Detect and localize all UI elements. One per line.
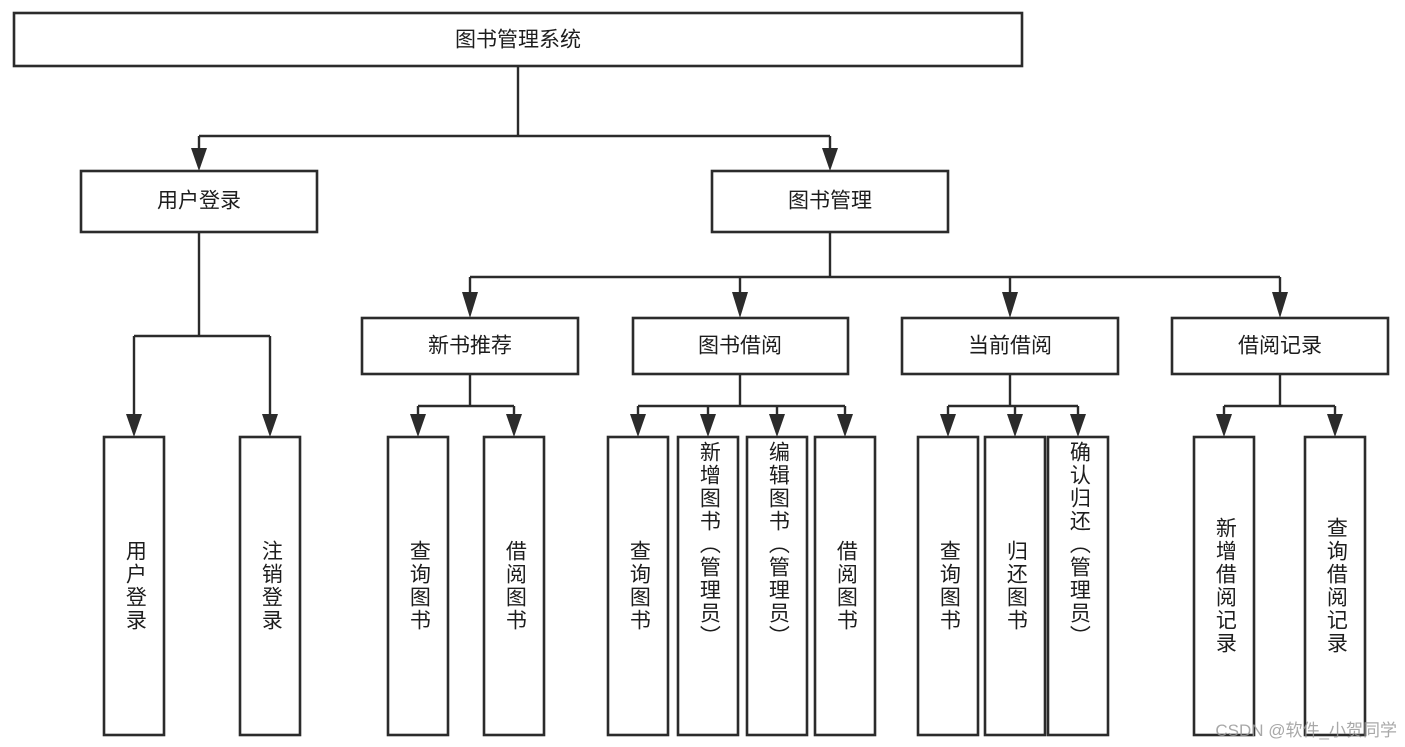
leaf-boxes-new-book-recommend [386,435,546,737]
node-current-borrow-box[interactable] [900,316,1120,376]
node-new-book-recommend-label: 新书推荐 [428,335,512,358]
arrow-book-mgmt-level2-2 [732,292,748,318]
leaf-box-borrow-record-2[interactable] [1303,435,1367,737]
leaf-box-user-login-1[interactable] [102,435,166,737]
leaf-box-book-borrow-2[interactable] [676,435,740,737]
arrow-new-book-leaf-1 [410,414,426,437]
arrow-current-borrow-leaf-3 [1070,414,1086,437]
connector-borrow-record-to-leaves [1216,374,1343,437]
node-borrow-record-box[interactable] [1170,316,1390,376]
leaf-box-current-borrow-2[interactable] [983,435,1047,737]
node-book-borrow-label: 图书借阅 [698,335,782,358]
arrow-book-borrow-leaf-3 [769,414,785,437]
arrow-borrow-record-leaf-1 [1216,414,1232,437]
arrow-borrow-record-leaf-2 [1327,414,1343,437]
arrow-book-mgmt-level2-1 [462,292,478,318]
leaf-box-current-borrow-1[interactable] [916,435,980,737]
node-book-borrow[interactable]: 图书借阅 [631,316,850,376]
connector-root-to-level1 [191,66,838,171]
node-user-login-label: 用户登录 [157,190,241,213]
node-root-box[interactable] [12,11,1024,68]
node-user-login[interactable]: 用户登录 [79,169,319,234]
node-new-book-recommend-box[interactable] [360,316,580,376]
leaf-box-user-login-2[interactable] [238,435,302,737]
node-borrow-record[interactable]: 借阅记录 [1170,316,1390,376]
connector-book-borrow-to-leaves [630,374,853,437]
node-root-book-management-system[interactable]: 图书管理系统 [12,11,1024,68]
leaf-boxes-book-borrow [606,435,877,737]
node-book-management-label: 图书管理 [788,190,872,213]
node-book-management[interactable]: 图书管理 [710,169,950,234]
connector-current-borrow-to-leaves [940,374,1086,437]
leaf-box-book-borrow-4[interactable] [813,435,877,737]
node-book-borrow-box[interactable] [631,316,850,376]
arrow-book-borrow-leaf-1 [630,414,646,437]
leaf-box-borrow-record-1[interactable] [1192,435,1256,737]
node-current-borrow-label: 当前借阅 [968,335,1052,358]
connector-new-book-to-leaves [410,374,522,437]
node-new-book-recommend[interactable]: 新书推荐 [360,316,580,376]
node-current-borrow[interactable]: 当前借阅 [900,316,1120,376]
arrow-book-borrow-leaf-2 [700,414,716,437]
arrow-root-to-book-mgmt [822,148,838,171]
arrow-user-login-leaf-1 [126,414,142,437]
arrow-current-borrow-leaf-2 [1007,414,1023,437]
arrow-new-book-leaf-2 [506,414,522,437]
leaf-box-book-borrow-3[interactable] [745,435,809,737]
arrow-book-borrow-leaf-4 [837,414,853,437]
node-root-label: 图书管理系统 [455,29,581,52]
arrow-current-borrow-leaf-1 [940,414,956,437]
leaf-boxes-current-borrow [916,435,1110,737]
connector-user-login-to-leaves [126,232,278,437]
arrow-user-login-leaf-2 [262,414,278,437]
node-user-login-box[interactable] [79,169,319,234]
connector-book-mgmt-to-level2 [462,232,1288,318]
node-borrow-record-label: 借阅记录 [1238,335,1322,358]
arrow-root-to-user-login [191,148,207,171]
leaf-box-current-borrow-3[interactable] [1046,435,1110,737]
node-book-management-box[interactable] [710,169,950,234]
arrow-book-mgmt-level2-3 [1002,292,1018,318]
leaf-boxes-borrow-record [1192,435,1367,737]
leaf-boxes-user-login [102,435,302,737]
leaf-box-book-borrow-1[interactable] [606,435,670,737]
arrow-book-mgmt-level2-4 [1272,292,1288,318]
leaf-box-new-book-2[interactable] [482,435,546,737]
leaf-box-new-book-1[interactable] [386,435,450,737]
